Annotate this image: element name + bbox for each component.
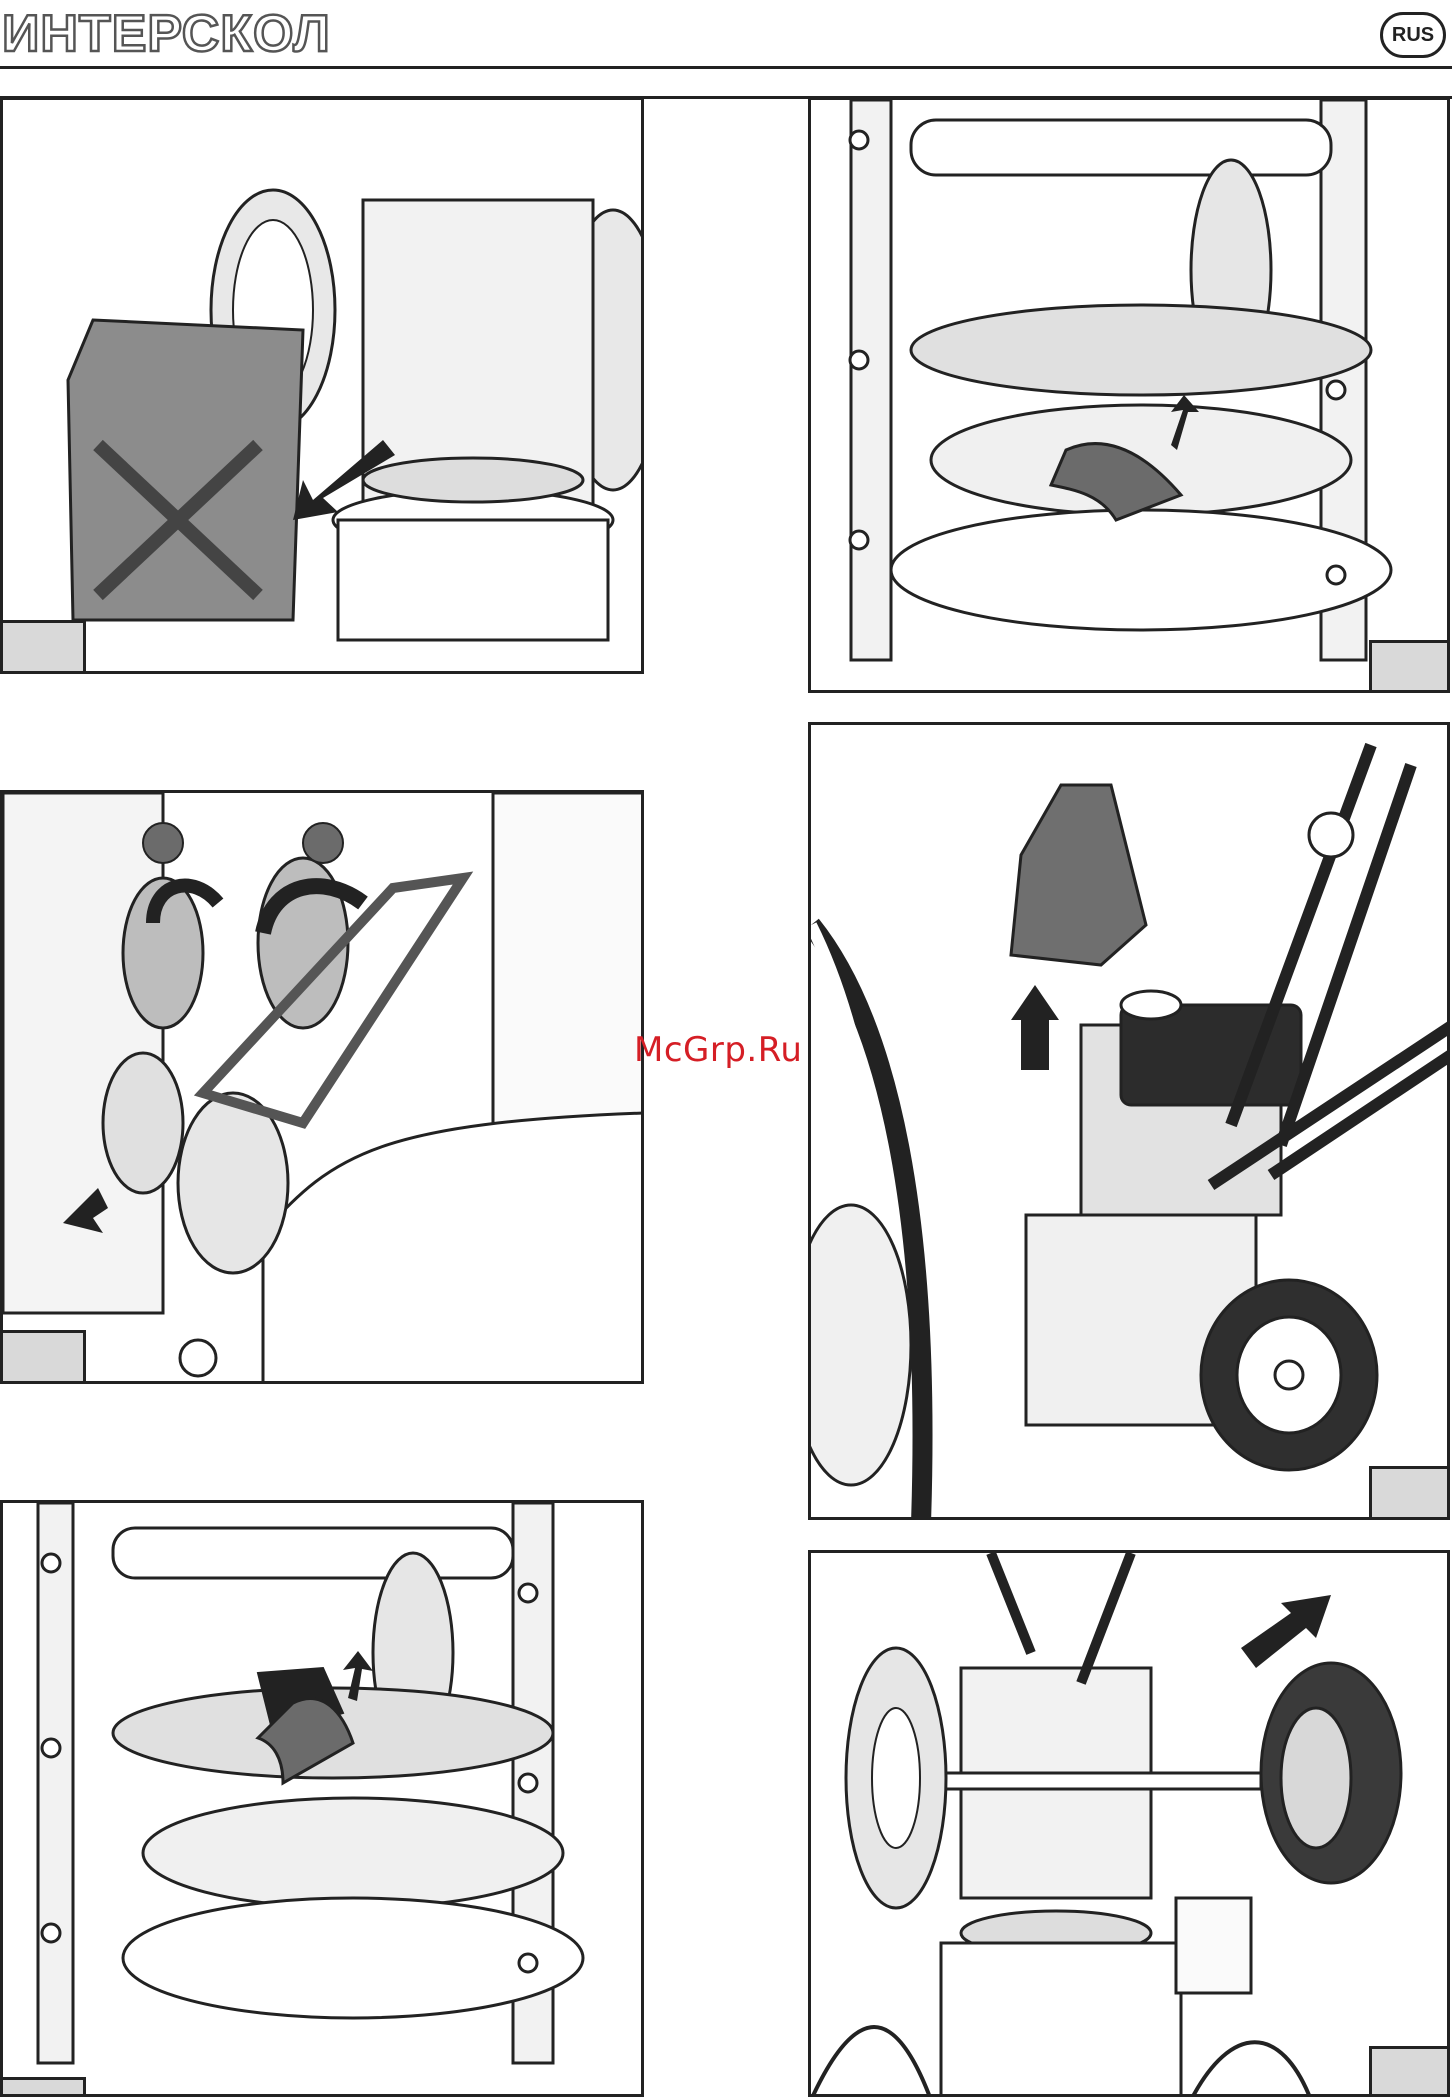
brand-logo: ИНТЕРСКОЛ [0, 4, 380, 62]
illustration-panel-1 [0, 97, 644, 674]
wheel-removal-illustration [811, 1553, 1450, 2097]
pulley-icon [143, 1798, 563, 1908]
guard-icon [1011, 785, 1146, 965]
belt-lift-illustration [811, 100, 1450, 693]
header-rule [0, 66, 1452, 69]
belt-routing-illustration [3, 793, 644, 1384]
wheel-icon [1201, 1280, 1377, 1470]
arrow-icon [1241, 1595, 1331, 1668]
cover-removal-illustration [3, 100, 644, 674]
step-number-tab [0, 1330, 86, 1384]
pulley-icon [911, 305, 1371, 395]
step-number-tab [0, 620, 86, 674]
brand-name: ИНТЕРСКОЛ [2, 6, 331, 62]
step-number-tab [1369, 2046, 1450, 2097]
page-header: ИНТЕРСКОЛ RUS [0, 0, 1452, 70]
language-badge: RUS [1380, 12, 1446, 58]
watermark: McGrp.Ru [634, 1030, 802, 1070]
wheel-icon [846, 1648, 946, 1908]
belt-lift-lower-illustration [3, 1503, 644, 2097]
illustration-panel-4 [808, 722, 1450, 1520]
step-number-tab [0, 2077, 86, 2097]
illustration-panel-3 [0, 790, 644, 1384]
illustration-panel-2 [808, 97, 1450, 693]
step-number-tab [1369, 1466, 1450, 1520]
arrow-icon [1011, 985, 1059, 1070]
guard-removal-illustration [811, 725, 1450, 1520]
pulley-icon [363, 458, 583, 502]
wheel-icon [1261, 1663, 1401, 1883]
step-number-tab [1369, 640, 1450, 693]
illustration-panel-6 [808, 1550, 1450, 2097]
cover-plate-icon [68, 320, 303, 620]
illustration-panel-5 [0, 1500, 644, 2097]
